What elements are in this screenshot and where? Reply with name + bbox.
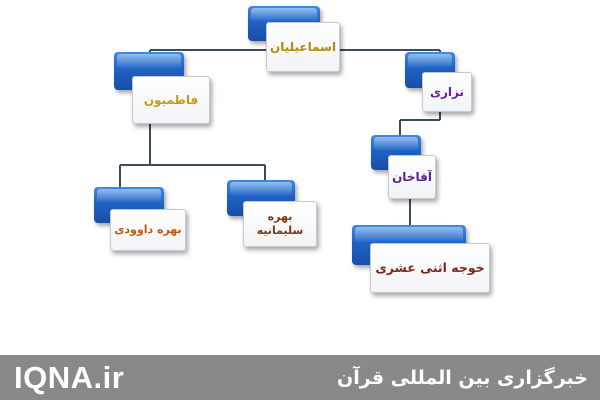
connector-lines	[119, 49, 441, 228]
node-fatimids-label: فاطمیون	[143, 92, 199, 107]
iqna-logo[interactable]: IQNA.ir	[14, 359, 125, 395]
node-fatimids-box: فاطمیون	[132, 76, 210, 124]
node-aga-khan-label: آقاخان	[392, 169, 432, 184]
node-ismailis-box: اسماعیلیان	[266, 22, 340, 72]
node-davudi-bohra-box: بهره داوودی	[110, 209, 186, 251]
agency-tagline: خبرگزاری بین المللی قرآن	[337, 366, 588, 389]
node-sulaymani-bohra-label: بهره سلیمانیه	[256, 210, 304, 237]
node-aga-khan-box: آقاخان	[388, 155, 436, 199]
node-sulaymani-bohra-box: بهره سلیمانیه	[243, 201, 317, 247]
node-khoja-ithna-ashari-label: خوجه اثنی عشری	[375, 260, 485, 276]
node-nizaris-label: نزاری	[430, 84, 464, 99]
node-nizaris-back	[405, 52, 455, 88]
node-ismailis-label: اسماعیلیان	[269, 39, 337, 54]
node-nizaris-box: نزاری	[422, 72, 472, 112]
footer-banner: IQNA.ir خبرگزاری بین المللی قرآن	[0, 355, 600, 400]
node-khoja-ithna-ashari-box: خوجه اثنی عشری	[370, 243, 490, 293]
node-davudi-bohra-label: بهره داوودی	[114, 223, 182, 237]
